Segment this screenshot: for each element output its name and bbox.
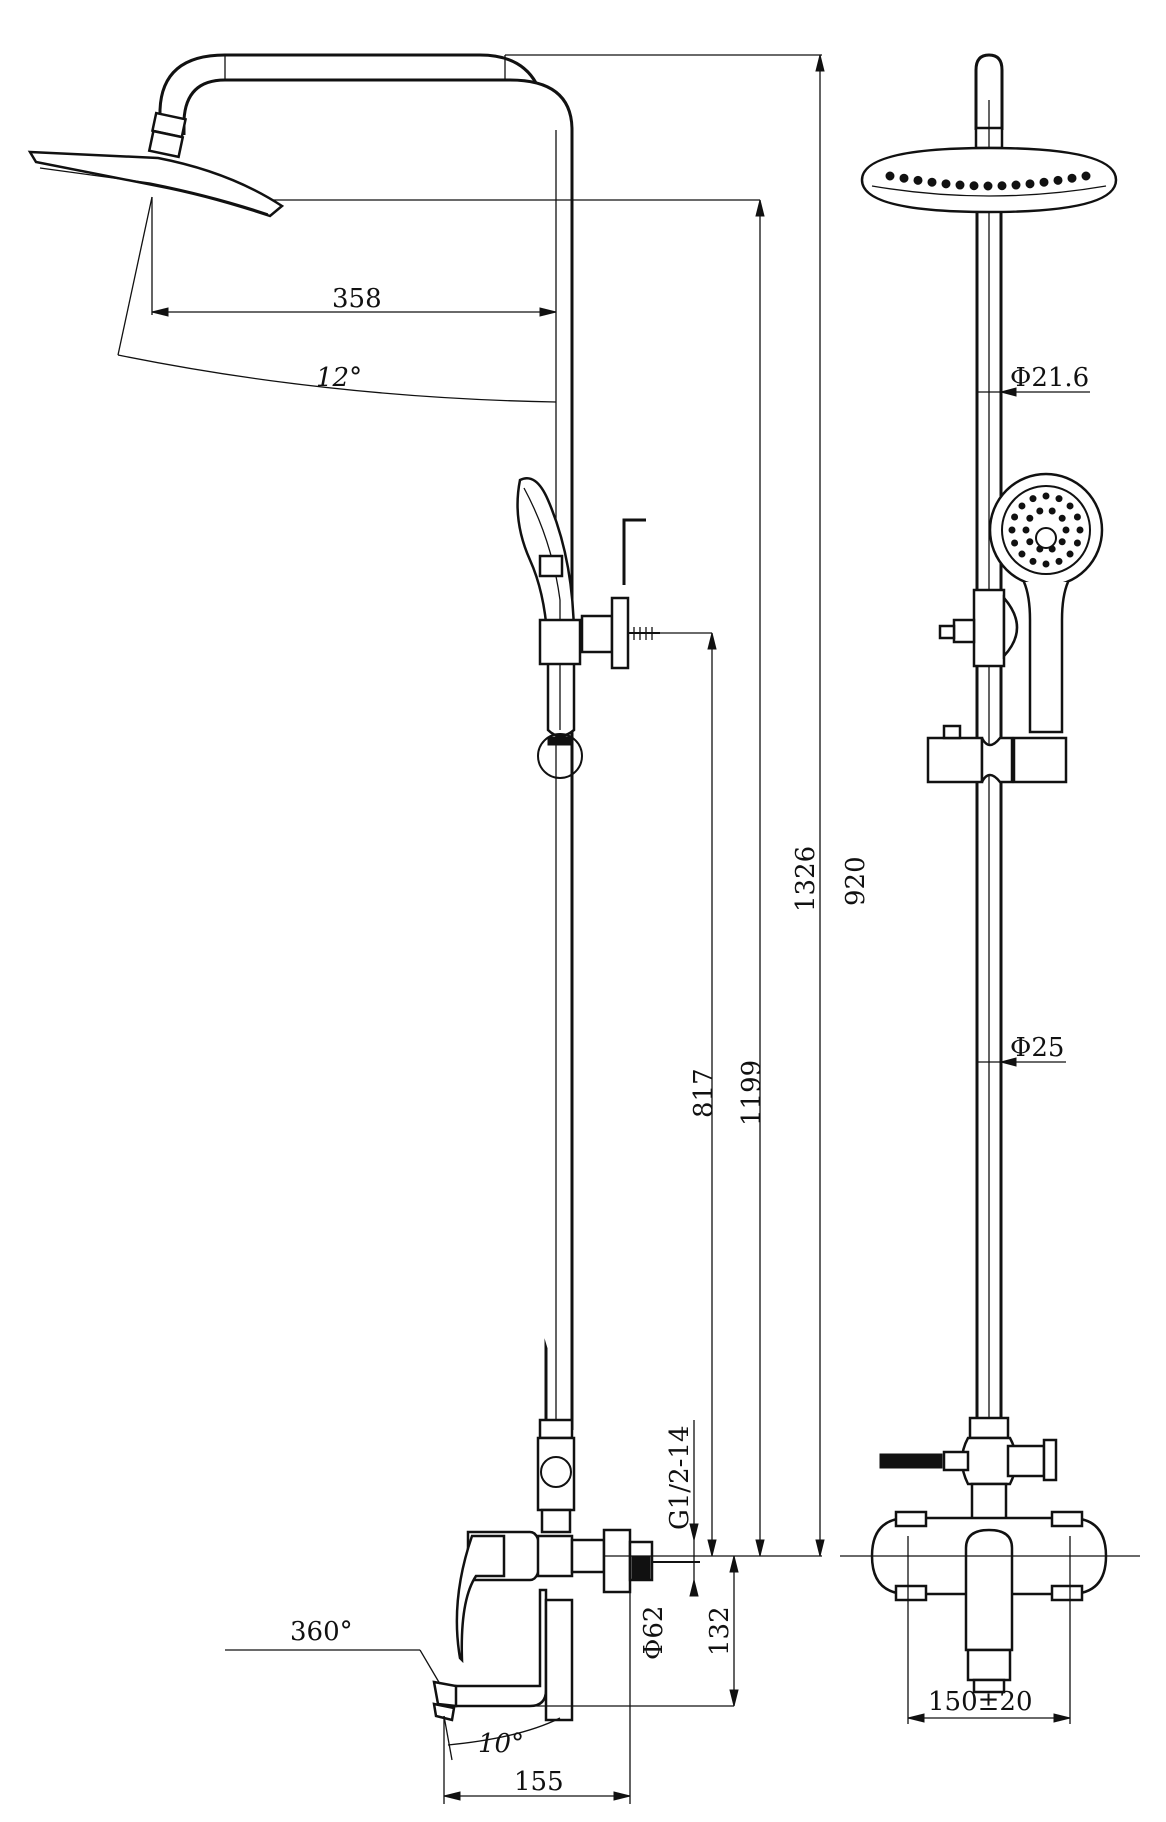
hand-nozzle-dot [1048,545,1056,553]
rain-shower-head-front [860,146,1118,214]
hand-nozzle-dot [1029,557,1037,565]
head-angle-label: 12° [316,363,362,393]
hand-nozzle-dot [1055,495,1063,503]
riser-pipe [158,53,574,1430]
nozzle-dot [1025,179,1035,189]
hand-nozzle-dot [1036,545,1044,553]
nozzle-dot [941,179,951,189]
swivel-annotation [225,1649,734,1804]
hand-nozzle-dot [1026,514,1034,522]
mixer-front [840,1416,1140,1694]
nozzle-dot [885,171,895,181]
hand-nozzle-dot [1018,550,1026,558]
hand-nozzle-dot [1058,514,1066,522]
hand-nozzle-dot [1022,526,1030,534]
front-riser [974,53,1004,1450]
hand-nozzle-dot [1058,538,1066,546]
hand-nozzle-dot [1029,495,1037,503]
dia-lower-label: Φ25 [1010,1033,1064,1063]
hand-nozzle-dot [1076,526,1084,534]
swivel-label: 360° [290,1617,353,1647]
nozzle-dot [913,175,923,185]
front-diameter-leaders [977,387,1090,1067]
hand-nozzle-dot [1055,557,1063,565]
front-view: Φ21.6 Φ25 150±20 [840,53,1140,1724]
dim-920-label: 920 [841,856,871,906]
rain-shower-head-side [27,111,285,218]
hand-nozzle-dot [1073,513,1081,521]
centers-dimension [907,1536,1071,1724]
dia-upper-label: Φ21.6 [1010,363,1089,393]
thread-label: G1/2-14 [665,1426,695,1530]
side-view: 358 12° 1326 920 817 1199 G1/2-14 Φ62 13… [27,53,871,1804]
hand-nozzle-dot [1008,526,1016,534]
dim-1326-label: 1326 [791,846,821,912]
vertical-dimensions [443,54,825,1804]
nozzle-dot [997,181,1007,191]
dim-358-label: 358 [332,284,382,314]
hand-nozzle-dot [1036,507,1044,515]
dim-132-label: 132 [705,1606,735,1656]
hand-nozzle-dot [1042,560,1050,568]
nozzle-dot [1011,180,1021,190]
hand-nozzle-dot [1018,502,1026,510]
head-nozzles [885,171,1091,191]
hand-nozzle-dot [1011,539,1019,547]
spout-side [432,1588,574,1722]
hand-shower-nozzles [1008,492,1084,568]
dim-817-label: 817 [689,1068,719,1118]
dim-155-label: 155 [514,1767,564,1797]
hand-shower-front [926,472,1104,784]
nozzle-dot [927,177,937,187]
nozzle-dot [983,181,993,191]
hand-nozzle-dot [1042,492,1050,500]
nozzle-dot [1053,175,1063,185]
hand-nozzle-dot [1026,538,1034,546]
nozzle-dot [1081,171,1091,181]
hand-nozzle-dot [1062,526,1070,534]
lower-clamp [536,1418,576,1534]
hand-nozzle-dot [1066,550,1074,558]
nozzle-dot [899,173,909,183]
hand-nozzle-dot [1066,502,1074,510]
hand-nozzle-dot [1073,539,1081,547]
dim-1199-label: 1199 [737,1060,767,1126]
centers-label: 150±20 [928,1687,1033,1717]
dim-62-label: Φ62 [639,1606,669,1660]
hand-nozzle-dot [1048,507,1056,515]
head-dimensions [117,54,822,403]
hand-shower-side [516,477,660,779]
nozzle-dot [1067,173,1077,183]
nozzle-dot [1039,177,1049,187]
nozzle-dot [955,180,965,190]
nozzle-dot [969,181,979,191]
hand-nozzle-dot [1011,513,1019,521]
spout-angle-label: 10° [478,1729,524,1759]
